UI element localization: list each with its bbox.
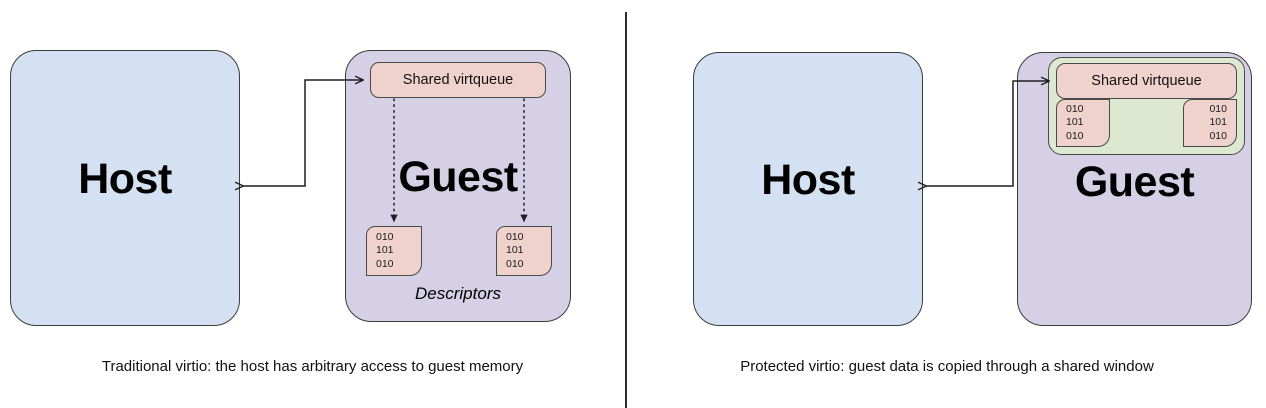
descriptor-bits-line: 010: [376, 230, 394, 243]
panel-divider: [625, 12, 627, 408]
descriptor-bits-line: 101: [506, 244, 524, 257]
shared-virtqueue-box-traditional: Shared virtqueue: [370, 62, 546, 98]
guest-label-traditional: Guest: [398, 153, 518, 201]
descriptor-box-protected-1: 010 101 010: [1056, 99, 1110, 147]
descriptor-box-traditional-1: 010 101 010: [366, 226, 422, 276]
caption-protected: Protected virtio: guest data is copied t…: [740, 358, 1154, 375]
descriptor-bits-line: 101: [376, 244, 394, 257]
panel-traditional-virtio: Host Guest Shared virtqueue 010 101 010 …: [0, 0, 625, 408]
descriptor-box-traditional-2: 010 101 010: [496, 226, 552, 276]
descriptor-bits-line: 010: [1209, 102, 1227, 115]
descriptor-bits-line: 010: [376, 257, 394, 270]
descriptors-label-traditional: Descriptors: [415, 284, 501, 303]
descriptor-box-protected-2: 010 101 010: [1183, 99, 1237, 147]
descriptor-bits-line: 010: [506, 257, 524, 270]
shared-virtqueue-label-traditional: Shared virtqueue: [402, 72, 514, 88]
panel-protected-virtio: Host Guest Shared virtqueue 010 101 010 …: [625, 0, 1266, 408]
guest-label-protected: Guest: [1074, 158, 1195, 206]
host-box-protected: Host: [693, 52, 923, 326]
shared-virtqueue-box-protected: Shared virtqueue: [1056, 63, 1237, 99]
descriptor-bits-line: 010: [1066, 102, 1084, 115]
caption-traditional: Traditional virtio: the host has arbitra…: [101, 358, 524, 375]
descriptor-bits-line: 101: [1066, 116, 1084, 129]
descriptor-bits-line: 101: [1209, 116, 1227, 129]
descriptor-bits-line: 010: [1209, 129, 1227, 142]
host-label-traditional: Host: [78, 155, 172, 203]
host-label-protected: Host: [761, 156, 855, 204]
descriptor-bits-line: 010: [1066, 129, 1084, 142]
descriptor-bits-line: 010: [506, 230, 524, 243]
shared-virtqueue-label-protected: Shared virtqueue: [1091, 73, 1202, 89]
host-box-traditional: Host: [10, 50, 240, 326]
